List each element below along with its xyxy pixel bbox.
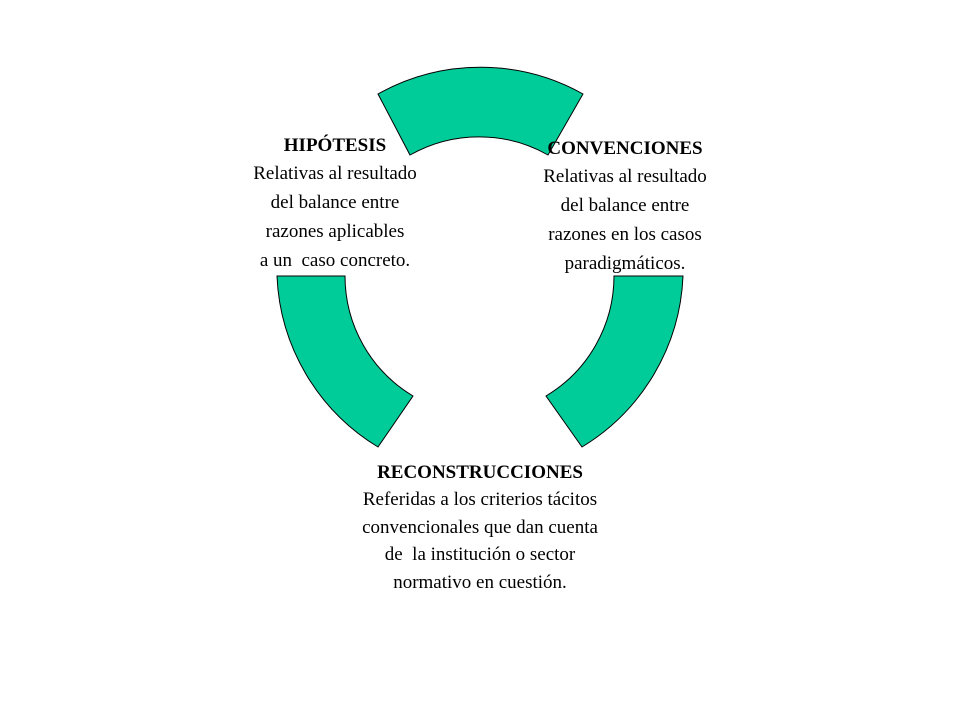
node-text-line: Referidas a los criterios tácitos xyxy=(362,489,598,510)
node-title: RECONSTRUCCIONES xyxy=(377,462,583,483)
node-hipotesis: HIPÓTESIS Relativas al resultado del bal… xyxy=(200,136,470,275)
node-text-line: del balance entre xyxy=(560,195,690,216)
node-text-line: a un caso concreto. xyxy=(259,250,411,271)
node-text-line: convencionales que dan cuenta xyxy=(362,516,598,538)
node-text-line: normativo en cuestión. xyxy=(393,571,567,593)
node-text-line: Relativas al resultado xyxy=(253,163,417,184)
node-title: HIPÓTESIS xyxy=(283,135,387,156)
node-text-line: paradigmáticos. xyxy=(564,253,686,274)
node-text-line: Relativas al resultado xyxy=(543,166,707,187)
node-text-line: razones en los casos xyxy=(548,224,702,245)
node-convenciones: CONVENCIONES Relativas al resultado del … xyxy=(490,139,760,278)
top-arc-segment xyxy=(377,66,584,156)
right-arc-segment xyxy=(545,275,684,448)
left-arc-segment xyxy=(276,275,414,448)
node-text-line: del balance entre xyxy=(270,192,400,213)
node-title: CONVENCIONES xyxy=(547,138,703,159)
node-text-line: razones aplicables xyxy=(265,221,405,242)
node-reconstrucciones: RECONSTRUCCIONES Referidas a los criteri… xyxy=(290,463,670,596)
node-text-line: de la institución o sector xyxy=(384,544,576,565)
